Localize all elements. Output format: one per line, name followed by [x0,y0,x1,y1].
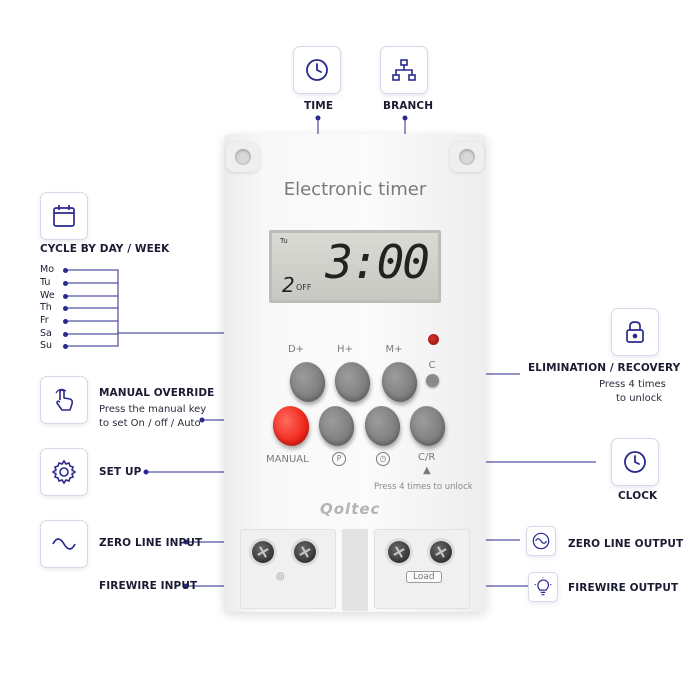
time-icon-box [293,46,341,94]
setup-label: SET UP [99,466,142,478]
mounting-ear-left [226,142,260,172]
zero-input-icon-box [40,520,88,568]
device-unlock-hint: Press 4 times to unlock [374,482,473,492]
d-plus-button[interactable] [286,358,329,406]
label-h-plus: H+ [337,344,353,355]
cycle-label: CYCLE BY DAY / WEEK [40,243,170,255]
branch-icon [392,59,416,81]
h-plus-button[interactable] [331,358,374,406]
device-title: Electronic timer [283,179,427,200]
output-terminals [374,529,470,609]
hand-pointer-icon [55,388,74,411]
setup-icon-box [40,448,88,496]
day-th: Th [40,302,52,313]
manual-override-label: MANUAL OVERRIDE [99,387,215,399]
lcd-program: 2 [282,273,295,297]
day-sa: Sa [40,328,52,339]
terminal-block: ◎ Load [240,529,472,611]
zero-line-input-label: ZERO LINE INPUT [99,537,203,549]
input-terminals: ◎ [240,529,336,609]
sine-wave-circle-icon [532,532,550,550]
firewire-output-screw [430,541,452,563]
lightbulb-icon [534,577,552,596]
clock-symbol-icon: ◷ [376,452,390,466]
up-arrow-icon: ▲ [423,465,431,476]
day-mo: Mo [40,264,55,275]
lcd-display: Tu 3:00 2 OFF [269,230,441,303]
clock-icon [624,451,646,473]
label-d-plus: D+ [287,344,305,355]
branch-label: BRANCH [383,100,434,112]
firewire-output-label: FIREWIRE OUTPUT [568,582,679,594]
p-symbol: P [332,452,346,466]
padlock-icon [626,321,644,343]
zero-line-output-label: ZERO LINE OUTPUT [568,538,684,550]
clock-button[interactable] [361,402,404,450]
lcd-state: OFF [296,283,312,292]
p-button[interactable] [315,402,358,450]
cr-label: C/R [418,452,436,463]
ac-symbol-icon: ◎ [276,571,285,582]
label-c: C [428,360,436,371]
day-tu: Tu [40,277,51,288]
time-label: TIME [304,100,334,112]
day-we: We [40,290,55,301]
elimination-desc-2: to unlock [616,393,663,404]
manual-override-desc-2: to set On / off / Auto [99,418,201,429]
zero-output-icon-box [526,526,556,556]
cr-button[interactable] [406,402,449,450]
load-label: Load [406,571,442,583]
lcd-time: 3:00 [325,235,430,289]
firewire-input-screw [294,541,316,563]
manual-override-desc-1: Press the manual key [99,404,207,415]
cycle-icon-box [40,192,88,240]
sine-wave-icon [52,538,76,550]
firewire-output-icon-box [528,572,558,602]
clock-label: CLOCK [618,490,658,502]
manual-label: MANUAL [266,454,309,465]
calendar-icon [53,205,75,227]
elimination-desc-1: Press 4 times [599,379,666,390]
mounting-ear-right [450,142,484,172]
clock-icon-box [611,438,659,486]
lcd-day: Tu [280,237,288,245]
clock-icon [306,59,328,81]
zero-line-input-screw [252,541,274,563]
day-su: Su [40,340,53,351]
manual-button[interactable] [269,402,313,450]
c-button[interactable] [426,374,439,387]
elimination-label: ELIMINATION / RECOVERY [528,362,681,374]
label-m-plus: M+ [385,344,403,355]
electronic-timer-device: Electronic timer Tu 3:00 2 OFF D+ H+ M+ … [224,134,486,612]
firewire-input-label: FIREWIRE INPUT [99,580,198,592]
manual-override-icon-box [40,376,88,424]
gear-icon [51,459,77,485]
day-fr: Fr [40,315,49,326]
branch-icon-box [380,46,428,94]
brand-logo: Qoltec [320,500,381,518]
status-led [428,334,439,345]
elimination-icon-box [611,308,659,356]
zero-line-output-screw [388,541,410,563]
